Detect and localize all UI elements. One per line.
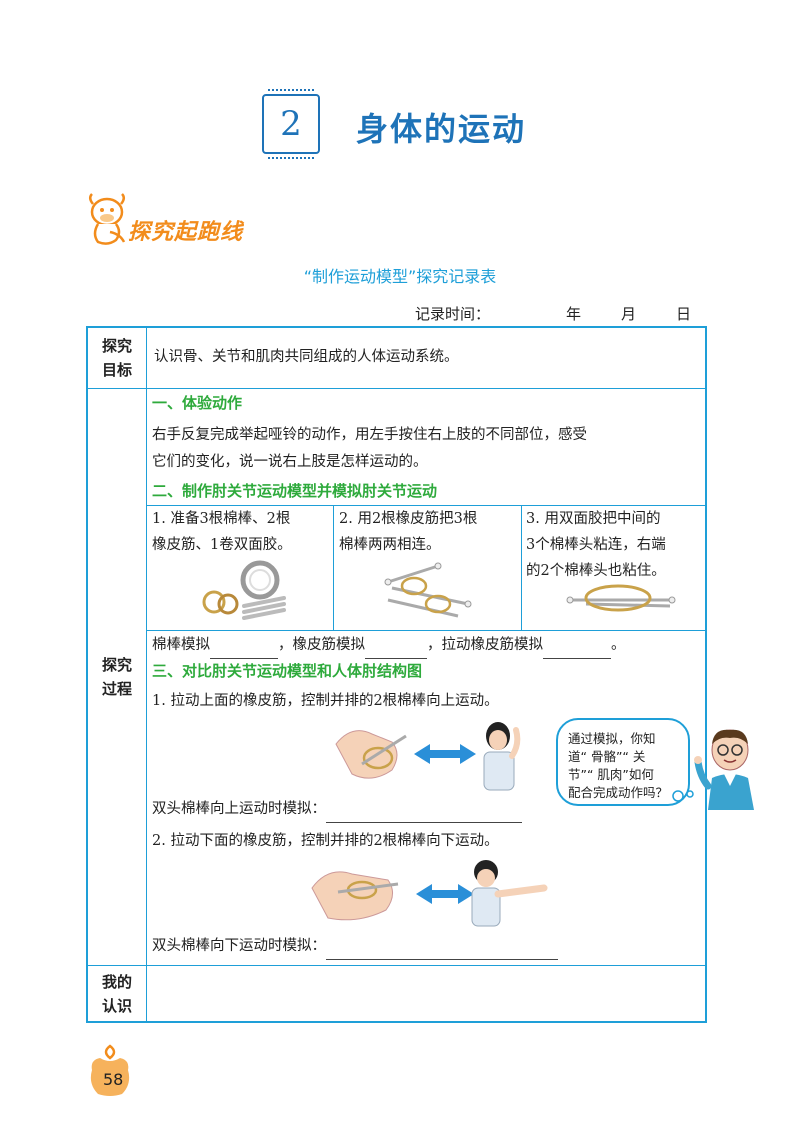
materials-illustration: [202, 560, 286, 620]
page-number: 58: [103, 1070, 124, 1089]
fill-blank-band[interactable]: [365, 658, 427, 659]
record-day: 日: [676, 305, 692, 323]
page-number-badge: [90, 1044, 130, 1096]
step2-col3-line1: 3. 用双面胶把中间的: [526, 511, 661, 527]
subgrid-divider: [521, 505, 522, 630]
step2-col1-line2: 橡皮筋、1卷双面胶。: [152, 537, 292, 553]
cow-mascot-icon: [89, 193, 126, 245]
fill-label-pull: ，拉动橡皮筋模拟: [427, 637, 543, 653]
fill-blank-upward[interactable]: [326, 822, 522, 823]
step2-fill-line: 棉棒模拟，橡皮筋模拟，拉动橡皮筋模拟。: [152, 632, 626, 659]
row-line: [88, 965, 705, 966]
step1-text-line2: 它们的变化，说一说右上肢是怎样运动的。: [152, 454, 428, 470]
bubble-tail-icon: [672, 790, 694, 802]
step2-col1-line1: 1. 准备3根棉棒、2根: [152, 511, 291, 527]
fill-blank-swab[interactable]: [210, 658, 278, 659]
teacher-character-icon: [694, 729, 754, 810]
record-month: 月: [621, 305, 637, 323]
subgrid-divider: [333, 505, 334, 630]
bubble-line: 道“ 骨骼”“ 关: [568, 749, 646, 764]
downward-motion-illustration: [311, 860, 548, 927]
step3-item2: 2. 拉动下面的橡皮筋，控制并排的2根棉棒向下运动。: [152, 833, 499, 849]
row-line: [88, 388, 705, 389]
step2-col3-line2: 3个棉棒头粘连，右端: [526, 537, 666, 553]
goal-label: 探究 目标: [101, 337, 132, 379]
connected-swabs-illustration: [384, 562, 472, 618]
step1-text-line1: 右手反复完成举起哑铃的动作，用左手按住右上肢的不同部位，感受: [152, 427, 587, 443]
fill-blank-downward[interactable]: [326, 959, 558, 960]
chapter-number: 2: [280, 104, 302, 144]
step2-col2-line1: 2. 用2根橡皮筋把3根: [339, 511, 478, 527]
chapter-number-box: 2: [262, 89, 320, 159]
fill-blank-pull[interactable]: [543, 658, 611, 659]
step3-item2-fill: 双头棉棒向下运动时模拟：: [152, 933, 558, 960]
understanding-answer-area[interactable]: [148, 968, 703, 1018]
bubble-line: 配合完成动作吗？: [568, 785, 669, 800]
fill-label-band: ，橡皮筋模拟: [278, 637, 365, 653]
subgrid-line: [146, 630, 705, 631]
goal-text: 认识骨、关节和肌肉共同组成的人体运动系统。: [154, 349, 459, 365]
step2-heading: 二、制作肘关节运动模型并模拟肘关节运动: [152, 482, 438, 500]
record-time-row: 记录时间： 年 月 日: [415, 303, 705, 324]
step3-heading: 三、对比肘关节运动模型和人体肘结构图: [152, 662, 423, 680]
step2-col3-line3: 的2个棉棒头也粘住。: [526, 563, 666, 579]
table-divider: [146, 328, 147, 1021]
record-table: 探究 目标 认识骨、关节和肌肉共同组成的人体运动系统。 探究 过程 一、体验动作…: [86, 326, 707, 1023]
bubble-line: 节”“ 肌肉”如何: [568, 767, 654, 782]
table-title: “制作运动模型”探究记录表: [303, 267, 497, 286]
step1-heading: 一、体验动作: [152, 394, 243, 412]
step2-col2-line2: 棉棒两两相连。: [339, 537, 441, 553]
record-year: 年: [566, 305, 582, 323]
understanding-label: 我的 认识: [101, 973, 132, 1015]
record-time-label: 记录时间：: [415, 305, 491, 323]
step3-item1-fill: 双头棉棒向上运动时模拟：: [152, 796, 522, 823]
bubble-line: 通过模拟，你知: [568, 731, 656, 746]
upward-motion-illustration: [335, 722, 521, 791]
section-banner-label: 探究起跑线: [128, 220, 244, 245]
subgrid-line: [146, 505, 705, 506]
step3-item1: 1. 拉动上面的橡皮筋，控制并排的2根棉棒向上运动。: [152, 693, 499, 709]
fill-label-swab: 棉棒模拟: [152, 637, 210, 653]
process-label: 探究 过程: [101, 656, 132, 698]
glued-model-illustration: [566, 584, 676, 612]
hint-speech-bubble: 通过模拟，你知 道“ 骨骼”“ 关 节”“ 肌肉”如何 配合完成动作吗？: [556, 718, 690, 806]
chapter-title: 身体的运动: [356, 110, 527, 148]
